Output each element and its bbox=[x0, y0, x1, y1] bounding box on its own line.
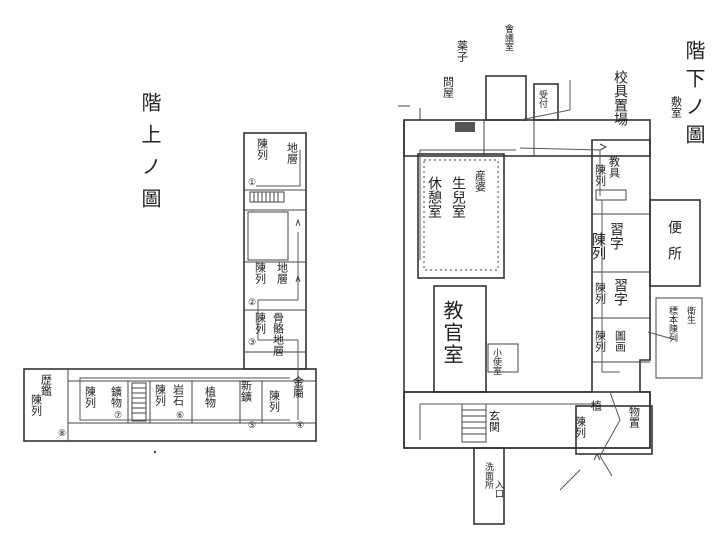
lower-room-chinretsu-4: 陳列 bbox=[594, 330, 607, 353]
stair-hatch-lower bbox=[131, 382, 147, 422]
lower-room-kotsu: 衛生 bbox=[685, 305, 696, 324]
upper-room-chinretsu-7: 陳列 bbox=[268, 390, 281, 413]
stair-hatch-lower-floor bbox=[462, 409, 486, 435]
lower-room-kaigi: 會議室 bbox=[503, 23, 514, 51]
lower-room-sanba: 産婆 bbox=[474, 170, 487, 193]
upper-room-kansho: 鑛物 bbox=[110, 385, 123, 408]
lower-room-side-label: 標本陳列 bbox=[667, 305, 678, 343]
upper-marker-4: ④ bbox=[296, 421, 304, 431]
lower-floor-plan: 階下ノ圖 bbox=[398, 23, 706, 525]
lower-room-shoku: 小使室 bbox=[491, 348, 502, 375]
lower-room-kyokan: 教官室 bbox=[440, 300, 464, 366]
lower-flow-path bbox=[419, 80, 677, 491]
upper-floor-plan: 階上ノ圖 bbox=[23, 92, 317, 442]
upper-room-kotsu: 骨骼地層 bbox=[272, 312, 285, 356]
lower-room-kyuukei: 休憩室 bbox=[426, 176, 442, 218]
upper-room-chinretsu-5: 陳列 bbox=[84, 386, 97, 409]
lower-room-benjo: 便所 bbox=[666, 220, 682, 272]
lower-room-seichin: 生兒室 bbox=[450, 176, 466, 218]
upper-flow-path bbox=[79, 150, 301, 421]
lower-room-chinretsu-5: 陳列 bbox=[574, 416, 587, 439]
upper-room-chinretsu-1: 陳列 bbox=[256, 138, 269, 161]
upper-room-ryusu: 新鑛 bbox=[240, 379, 253, 403]
stair-hatch-upper bbox=[249, 191, 285, 203]
upper-marker-8: ⑧ bbox=[58, 429, 66, 439]
lower-room-tokei: 圖画 bbox=[614, 330, 627, 352]
upper-room-chiso-1: 地層 bbox=[286, 142, 299, 164]
lower-floor-title: 階下ノ圖 bbox=[682, 40, 706, 152]
upper-marker-1: ① bbox=[248, 178, 256, 188]
lower-room-kouyo: 校具置場 bbox=[612, 69, 628, 126]
lower-room-kyoushitsu-right: 教具 bbox=[608, 156, 621, 178]
upper-room-chinretsu-3: 陳列 bbox=[254, 312, 267, 335]
upper-room-chinretsu-6: 陳列 bbox=[154, 384, 167, 407]
upper-marker-3: ③ bbox=[248, 338, 256, 348]
lower-room-genkan: 玄関 bbox=[488, 409, 501, 432]
lower-room-chinretsu-3: 陳列 bbox=[594, 282, 607, 305]
lower-room-tanagata: 洗面所 bbox=[483, 461, 494, 490]
lower-room-mondo: 問屋 bbox=[442, 76, 455, 99]
upper-room-kikai: 岩石 bbox=[172, 383, 185, 406]
lower-room-chinretsu-1: 陳列 bbox=[594, 164, 607, 187]
lower-room-right-small: 物置 bbox=[628, 405, 641, 428]
lower-room-shuuji: 習字 bbox=[608, 222, 624, 250]
lower-room-bottom-label: 入口 bbox=[493, 480, 504, 498]
upper-room-mitsu: 植物 bbox=[204, 385, 217, 408]
upper-floor-title: 階上ノ圖 bbox=[138, 92, 162, 220]
lower-room-shin: 植 bbox=[590, 399, 603, 412]
upper-room-shinko: 金屬 bbox=[292, 375, 305, 399]
lower-room-kyoushitsu: 敷室 bbox=[670, 95, 683, 118]
upper-room-reki: 歴鑑 bbox=[40, 374, 53, 396]
upper-marker-7: ⑦ bbox=[114, 411, 122, 421]
lower-room-chinretsu-2: 陳列 bbox=[590, 232, 606, 261]
upper-marker-5: ⑤ bbox=[248, 421, 256, 431]
lower-room-uketsuke: 受付 bbox=[537, 89, 548, 109]
upper-room-chiso-2: 地層 bbox=[276, 262, 289, 284]
upper-room-chinretsu-2: 陳列 bbox=[254, 262, 267, 285]
lower-room-shuuji-2: 習字 bbox=[612, 278, 628, 306]
upper-marker-2: ② bbox=[248, 298, 256, 308]
upper-room-chinretsu-4: 陳列 bbox=[30, 394, 43, 417]
upper-marker-6: ⑥ bbox=[176, 411, 184, 421]
lower-room-yakko: 薬子 bbox=[456, 40, 469, 62]
